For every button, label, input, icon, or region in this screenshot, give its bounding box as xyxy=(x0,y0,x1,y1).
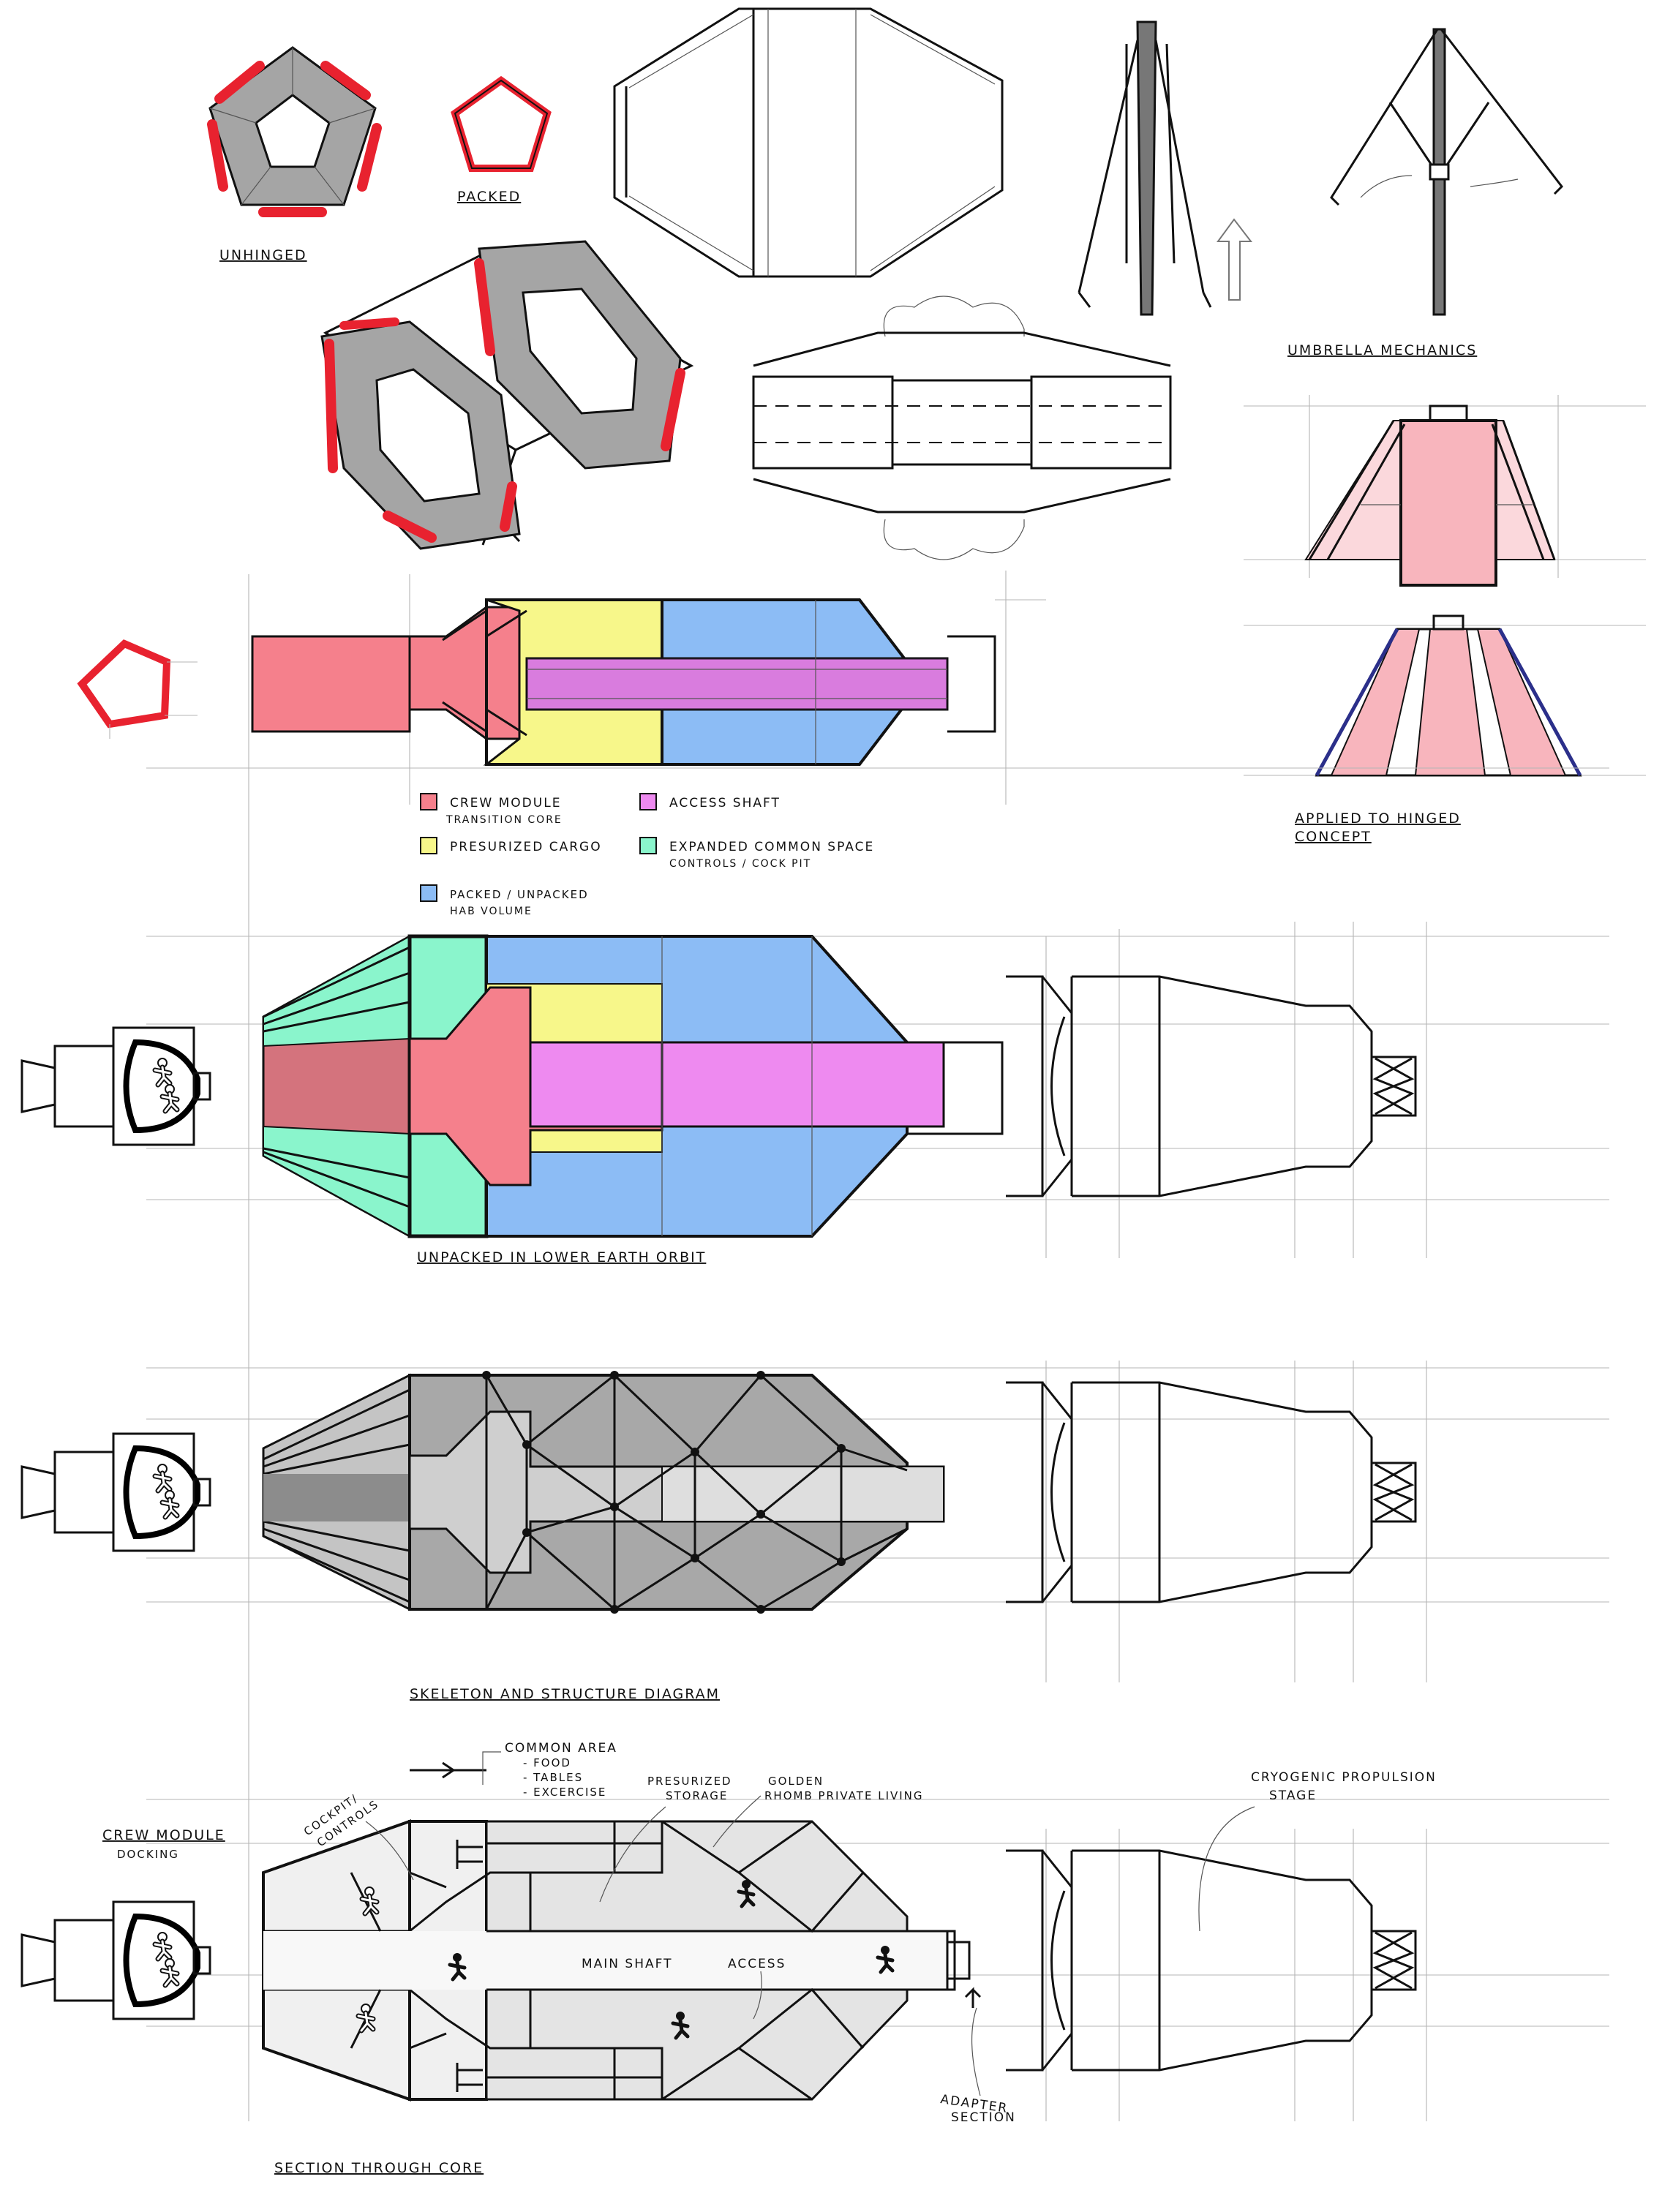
skeleton-truss xyxy=(482,1371,908,1614)
skeleton-caption: SKELETON AND STRUCTURE DIAGRAM xyxy=(410,1686,720,1702)
svg-text:- EXCERCISE: - EXCERCISE xyxy=(523,1786,606,1799)
svg-text:- FOOD: - FOOD xyxy=(523,1756,571,1769)
svg-text:DOCKING: DOCKING xyxy=(117,1848,179,1861)
svg-text:MAIN SHAFT: MAIN SHAFT xyxy=(582,1957,673,1971)
legend: CREW MODULE TRANSITION CORE ACCESS SHAFT… xyxy=(420,793,874,917)
pentagon-unhinged xyxy=(207,46,382,217)
svg-text:RHOMB PRIVATE LIVING: RHOMB PRIVATE LIVING xyxy=(764,1789,924,1802)
pentagon-packed xyxy=(451,75,552,172)
umbrella-label: UMBRELLA MECHANICS xyxy=(1287,342,1477,358)
packed-plan xyxy=(146,571,1609,2121)
svg-text:COMMON AREA: COMMON AREA xyxy=(505,1741,617,1756)
unpacked-caption: UNPACKED IN LOWER EARTH ORBIT xyxy=(417,1249,706,1265)
svg-text:PACKED / UNPACKED: PACKED / UNPACKED xyxy=(450,888,589,901)
svg-text:CRYOGENIC PROPULSION: CRYOGENIC PROPULSION xyxy=(1251,1770,1437,1785)
svg-text:STORAGE: STORAGE xyxy=(666,1789,728,1802)
svg-text:CONTROLS / COCK PIT: CONTROLS / COCK PIT xyxy=(669,858,811,870)
svg-text:CREW MODULE: CREW MODULE xyxy=(102,1827,225,1843)
applied-hinged-lower xyxy=(1244,614,1646,777)
svg-text:CREW MODULE: CREW MODULE xyxy=(450,796,561,810)
svg-text:ACCESS SHAFT: ACCESS SHAFT xyxy=(669,796,781,810)
legend-item-shaft: ACCESS SHAFT xyxy=(639,793,781,810)
applied-label-line2: CONCEPT xyxy=(1295,829,1372,845)
unpacked-view xyxy=(22,922,1609,1258)
svg-text:STAGE: STAGE xyxy=(1269,1788,1317,1803)
umbrella-mechanics-closed xyxy=(1078,20,1253,316)
legend-item-common: EXPANDED COMMON SPACE CONTROLS / COCK PI… xyxy=(639,837,874,870)
svg-text:EXPANDED COMMON SPACE: EXPANDED COMMON SPACE xyxy=(669,840,874,854)
applied-label-line1: APPLIED TO HINGED xyxy=(1295,810,1461,827)
section-caption: SECTION THROUGH CORE xyxy=(274,2160,484,2176)
legend-item-cargo: PRESURIZED CARGO xyxy=(420,837,602,854)
svg-text:HAB VOLUME: HAB VOLUME xyxy=(450,906,533,917)
svg-text:ACCESS: ACCESS xyxy=(728,1957,786,1971)
svg-text:- TABLES: - TABLES xyxy=(523,1771,583,1784)
svg-text:PRESURIZED CARGO: PRESURIZED CARGO xyxy=(450,840,602,854)
section-view xyxy=(22,1799,1609,2121)
applied-hinged-upper xyxy=(1244,395,1646,587)
svg-text:GOLDEN: GOLDEN xyxy=(768,1775,824,1788)
module-cloud-elevation xyxy=(752,296,1172,560)
packed-label: PACKED xyxy=(457,189,521,205)
svg-text:SECTION: SECTION xyxy=(951,2110,1016,2125)
legend-item-crew: CREW MODULE TRANSITION CORE xyxy=(420,793,563,826)
legend-item-hab: PACKED / UNPACKED HAB VOLUME xyxy=(420,884,589,917)
section-hatch-ladders xyxy=(456,1840,483,2092)
svg-text:TRANSITION CORE: TRANSITION CORE xyxy=(445,814,563,826)
hinged-module-isometric xyxy=(320,240,694,550)
packed-pentagon-small xyxy=(77,639,198,739)
svg-text:PRESURIZED: PRESURIZED xyxy=(647,1775,732,1788)
umbrella-mechanics-open xyxy=(1330,28,1563,316)
skeleton-view xyxy=(22,1361,1609,1682)
unhinged-label: UNHINGED xyxy=(219,247,307,263)
module-side-elevation xyxy=(613,7,1004,278)
